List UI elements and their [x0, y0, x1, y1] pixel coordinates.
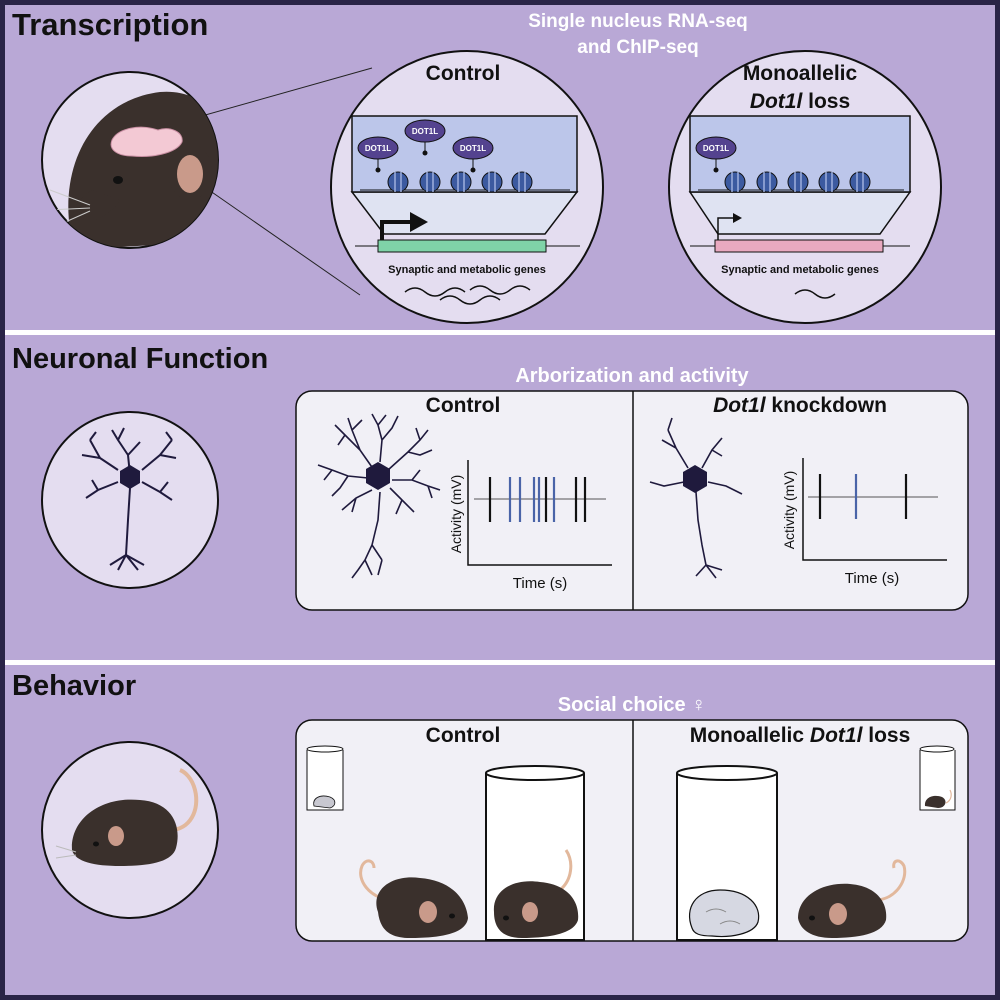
brain-icon — [110, 126, 183, 157]
nucleosome-icon — [481, 171, 503, 193]
method-line-1: Single nucleus RNA-seq — [528, 11, 748, 32]
nucleosome-icon — [724, 171, 746, 193]
transcription-title: Transcription — [12, 7, 208, 42]
gene-bar-control — [377, 239, 547, 253]
neuron-soma — [120, 465, 140, 489]
transcript-wave — [439, 295, 501, 305]
control-label-neuronal: Control — [426, 394, 501, 417]
neuron-icon — [81, 427, 177, 571]
neuron-circle — [41, 411, 219, 589]
dot1l-label: DOT1L — [365, 144, 391, 153]
control-label-behavior: Control — [426, 724, 501, 747]
transcript-wave — [794, 289, 836, 299]
promoter-arrow-weak — [717, 217, 734, 240]
control-neuron-soma — [366, 462, 390, 490]
novel-object-small — [313, 795, 336, 809]
loss-label-line-2: Dot1l loss — [750, 90, 850, 113]
gene-bar-loss — [714, 239, 884, 253]
nucleosome-icon — [756, 171, 778, 193]
dot1l-label: DOT1L — [460, 144, 486, 153]
control-y-axis-label: Activity (mV) — [448, 475, 464, 554]
control-activity-plot: Activity (mV) Time (s) — [448, 460, 612, 592]
nucleosome-icon — [419, 171, 441, 193]
neuronal-section: Neuronal Function Arborization and activ… — [12, 343, 969, 611]
dot1l-label: DOT1L — [412, 127, 438, 136]
mouse-ear — [108, 826, 124, 846]
nucleosome-icon — [849, 171, 871, 193]
kd-axes — [802, 458, 947, 561]
divider-2 — [5, 660, 995, 665]
loss-tall-cylinder — [676, 765, 778, 941]
novel-object — [688, 889, 760, 938]
loss-test-mouse — [798, 859, 907, 938]
dot1l-protein-icon: DOT1L — [452, 136, 494, 173]
loss-nucleus-circle: DOT1L Monoallelic Dot1l loss Synaptic an… — [668, 50, 942, 324]
kd-activity-plot: Activity (mV) Time (s) — [781, 458, 947, 587]
behavior-section: Behavior Social choice ♀ Control Monoall… — [12, 670, 969, 942]
promoter-arrow-strong — [380, 220, 412, 240]
mouse-ear — [177, 155, 203, 193]
transcript-wave — [404, 287, 466, 297]
mouse-eye — [93, 841, 99, 847]
gene-label-control: Synaptic and metabolic genes — [388, 264, 546, 276]
dot1l-protein-icon: DOT1L — [357, 136, 399, 173]
mouse-head-circle — [41, 71, 219, 249]
dot1l-protein-icon: DOT1L — [695, 136, 737, 173]
gene-label-loss: Synaptic and metabolic genes — [721, 264, 879, 276]
nucleosome-icon — [787, 171, 809, 193]
behavior-panel — [295, 719, 969, 942]
control-neuron — [317, 413, 441, 579]
kd-label: Dot1l knockdown — [713, 394, 887, 417]
activity-panel — [295, 390, 969, 611]
mouse-tail — [169, 768, 199, 832]
kd-x-axis-label: Time (s) — [845, 570, 899, 587]
behavior-title: Behavior — [12, 670, 136, 702]
nucleosome-icon — [818, 171, 840, 193]
small-cup-with-mouse — [919, 745, 956, 811]
behavior-subtitle: Social choice ♀ — [558, 694, 706, 716]
mouse-body-circle — [41, 741, 219, 919]
method-line-2: and ChIP-seq — [577, 37, 698, 58]
stranger-mouse-small — [924, 795, 946, 808]
mouse-body — [71, 799, 178, 866]
nucleosome-icon — [387, 171, 409, 193]
transcription-section: Transcription Single nucleus RNA-seq and… — [12, 7, 942, 324]
loss-label-line-1: Monoallelic — [743, 62, 858, 85]
divider-1 — [5, 330, 995, 335]
neuronal-subtitle: Arborization and activity — [515, 365, 749, 387]
control-axes — [467, 460, 612, 566]
control-x-axis-label: Time (s) — [513, 575, 567, 592]
kd-neuron-soma — [683, 465, 707, 493]
small-cup-with-object — [306, 745, 344, 811]
nucleosome-icon — [450, 171, 472, 193]
dot1l-label: DOT1L — [703, 144, 729, 153]
control-test-mouse — [359, 859, 468, 938]
neuronal-title: Neuronal Function — [12, 343, 268, 375]
transcript-wave — [469, 285, 531, 295]
loss-label-behavior: Monoallelic Dot1l loss — [690, 724, 911, 747]
kd-y-axis-label: Activity (mV) — [781, 471, 797, 550]
dot1l-protein-icon: DOT1L — [404, 119, 446, 156]
control-label-transcription: Control — [426, 62, 501, 85]
mouse-eye — [113, 176, 123, 184]
control-nucleus-circle: DOT1L DOT1L DOT1L Control Synaptic and met… — [330, 50, 604, 324]
control-tall-cylinder — [485, 765, 585, 941]
kd-neuron — [649, 417, 743, 579]
nucleosome-icon — [511, 171, 533, 193]
